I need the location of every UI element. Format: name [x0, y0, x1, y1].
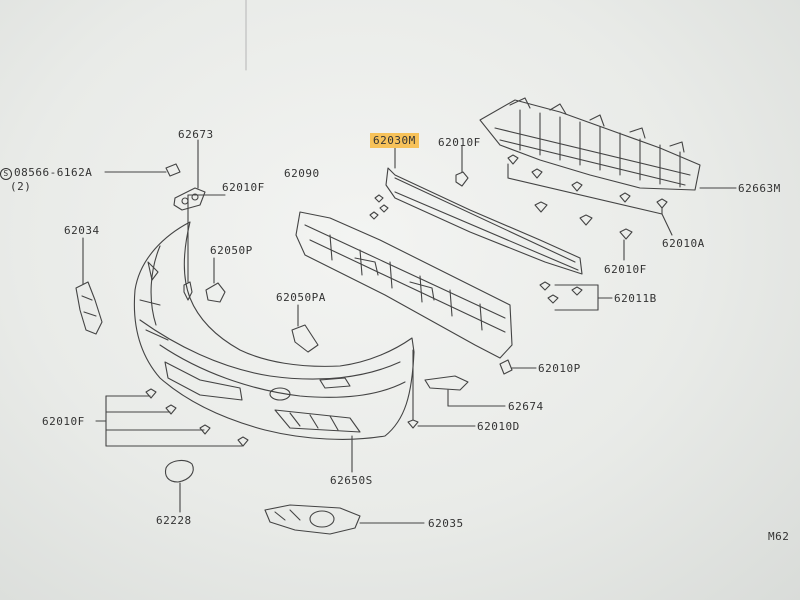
- bracket-62050P: [205, 257, 226, 303]
- callout-62010D: 62010D: [477, 420, 520, 433]
- callout-08566-qty: (2): [10, 180, 32, 193]
- callout-62030M-highlighted: 62030M: [370, 133, 419, 148]
- upper-reinforcement-62663M: [479, 97, 701, 191]
- bracket-62674: [424, 375, 506, 407]
- clips-62011B: [539, 281, 613, 311]
- callout-62010F-c: 62010F: [604, 263, 647, 276]
- callout-62035: 62035: [428, 517, 464, 530]
- callout-62010F-b: 62010F: [438, 136, 481, 149]
- callout-62663M: 62663M: [738, 182, 781, 195]
- callout-62011B: 62011B: [614, 292, 657, 305]
- screw-62010D: [407, 349, 476, 429]
- impact-beam-62030M: [385, 167, 583, 275]
- callout-62010F-d: 62010F: [42, 415, 85, 428]
- clip-62010F-upper: [183, 194, 226, 301]
- bracket-62673: [173, 139, 206, 211]
- side-bracket-62034: [75, 237, 103, 335]
- s-mark-symbol: S: [0, 168, 12, 180]
- callout-62010F-a: 62010F: [222, 181, 265, 194]
- callout-08566-text: 08566-6162A: [14, 166, 93, 179]
- screw-08566: [104, 163, 181, 177]
- clip-62010F-beam: [455, 145, 469, 187]
- callout-62090: 62090: [284, 167, 320, 180]
- corner-drawing-id: M62: [768, 530, 790, 543]
- fog-finisher-62035: [264, 504, 425, 535]
- clips-62010F-lower: [95, 388, 249, 447]
- callout-62010A: 62010A: [662, 237, 705, 250]
- clip-62010P: [499, 359, 537, 375]
- callout-62673: 62673: [178, 128, 214, 141]
- tow-hook-cover-62228: [164, 459, 194, 513]
- callout-62650S: 62650S: [330, 474, 373, 487]
- callout-62228: 62228: [156, 514, 192, 527]
- callout-62674: 62674: [508, 400, 544, 413]
- bumper-fascia: [133, 221, 415, 440]
- energy-absorber-62090: [295, 211, 513, 359]
- callout-62010P: 62010P: [538, 362, 581, 375]
- callout-62050P: 62050P: [210, 244, 253, 257]
- beam-clips: [369, 141, 396, 220]
- callout-62050PA: 62050PA: [276, 291, 326, 304]
- callout-62034: 62034: [64, 224, 100, 237]
- bracket-62050PA: [291, 304, 319, 353]
- fasteners-62010A: [507, 154, 737, 261]
